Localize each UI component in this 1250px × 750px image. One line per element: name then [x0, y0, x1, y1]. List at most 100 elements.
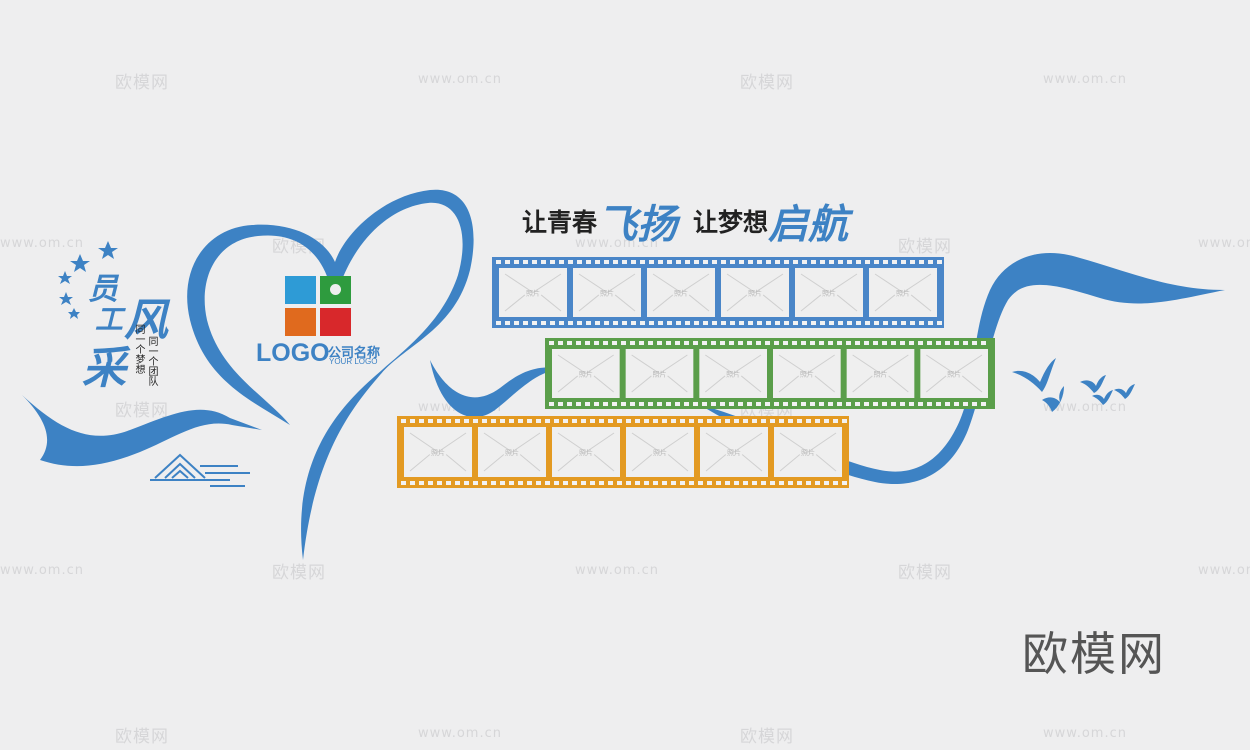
sprocket-hole: [401, 481, 406, 485]
sprocket-hole: [734, 481, 739, 485]
watermark: www.om.cn: [418, 726, 502, 741]
sprocket-hole: [919, 260, 924, 264]
photo-slot-label: 照片: [579, 448, 593, 457]
lower-ribbon: [700, 253, 1225, 485]
sprocket-hole: [419, 419, 424, 423]
sprocket-hole: [567, 402, 572, 406]
sprocket-hole: [505, 321, 510, 325]
sprocket-hole: [603, 341, 608, 345]
sprocket-hole: [779, 481, 784, 485]
sprocket-hole: [712, 321, 717, 325]
slogan-part-1: 让青春: [522, 208, 598, 237]
sprocket-hole: [972, 402, 977, 406]
photo-slot-label: 照片: [748, 289, 762, 298]
sprocket-hole: [684, 402, 689, 406]
sprocket-hole: [622, 260, 627, 264]
sprocket-hole: [712, 260, 717, 264]
sprocket-hole: [671, 481, 676, 485]
sprocket-hole: [694, 321, 699, 325]
sprocket-hole: [954, 402, 959, 406]
sprocket-hole: [734, 419, 739, 423]
sprocket-hole: [847, 321, 852, 325]
sprocket-hole: [725, 481, 730, 485]
middle-ribbon: [430, 360, 560, 418]
sprocket-hole: [581, 419, 586, 423]
sprocket-hole: [743, 419, 748, 423]
sprocket-hole: [694, 260, 699, 264]
sprocket-hole: [532, 321, 537, 325]
sprocket-hole: [491, 419, 496, 423]
sprocket-hole: [653, 419, 658, 423]
sprocket-hole: [891, 402, 896, 406]
sprocket-hole: [635, 419, 640, 423]
sprocket-hole: [756, 341, 761, 345]
sprocket-hole: [833, 481, 838, 485]
sprocket-hole: [590, 419, 595, 423]
sprocket-hole: [716, 419, 721, 423]
sprocket-hole: [608, 481, 613, 485]
sprocket-hole: [662, 481, 667, 485]
sprocket-hole: [612, 341, 617, 345]
sprocket-hole: [545, 481, 550, 485]
sprocket-hole: [437, 419, 442, 423]
sprocket-hole: [536, 419, 541, 423]
sprocket-hole: [550, 321, 555, 325]
photo-placeholder-icon: [778, 354, 835, 393]
sprocket-hole: [910, 321, 915, 325]
sprocket-hole: [829, 321, 834, 325]
photo-placeholder-icon: [557, 354, 614, 393]
logo-dot: [330, 284, 341, 295]
sprocket-hole: [828, 341, 833, 345]
sprocket-hole: [550, 260, 555, 264]
sprocket-hole: [631, 321, 636, 325]
slogan-accent-2: 启航: [768, 201, 849, 248]
sprocket-hole: [928, 321, 933, 325]
sprocket-hole: [505, 260, 510, 264]
sprocket-hole: [676, 260, 681, 264]
sprocket-hole: [819, 402, 824, 406]
photo-placeholder-icon: [483, 432, 541, 472]
sprocket-hole: [639, 341, 644, 345]
sprocket-hole: [865, 260, 870, 264]
watermark: www.om.cn: [575, 563, 659, 578]
photo-placeholder-icon: [631, 432, 689, 472]
photo-slot-label: 照片: [727, 448, 741, 457]
sprocket-hole: [855, 341, 860, 345]
photo-slot-label: 照片: [874, 370, 888, 379]
sprocket-hole: [963, 341, 968, 345]
sprocket-hole: [874, 260, 879, 264]
sprocket-hole: [824, 481, 829, 485]
sprocket-hole: [559, 321, 564, 325]
sprocket-hole: [644, 481, 649, 485]
sprocket-hole: [680, 481, 685, 485]
sprocket-hole: [437, 481, 442, 485]
photo-placeholder-icon: [874, 273, 932, 312]
sprocket-hole: [549, 341, 554, 345]
watermark: www.om.cn: [0, 236, 84, 251]
sprocket-hole: [703, 260, 708, 264]
sprocket-hole: [680, 419, 685, 423]
watermark: www.om.cn: [1198, 236, 1250, 251]
sprocket-hole: [707, 481, 712, 485]
sprocket-hole: [739, 321, 744, 325]
company-name: 公司名称: [328, 346, 381, 361]
sprocket-hole: [873, 341, 878, 345]
sprocket-hole: [667, 321, 672, 325]
sprocket-hole: [784, 321, 789, 325]
sprocket-hole: [927, 341, 932, 345]
sprocket-hole: [676, 321, 681, 325]
sprocket-hole: [802, 321, 807, 325]
title-char-1: 员: [88, 272, 118, 307]
sprocket-hole: [491, 481, 496, 485]
sprocket-hole: [464, 481, 469, 485]
watermark: 欧模网: [740, 727, 794, 747]
sprocket-hole: [554, 419, 559, 423]
sprocket-hole: [842, 419, 847, 423]
heart-ribbon: [187, 189, 474, 560]
sprocket-hole: [428, 419, 433, 423]
sprocket-hole: [576, 402, 581, 406]
sprocket-hole: [788, 419, 793, 423]
photo-placeholder-icon: [852, 354, 909, 393]
sprocket-hole: [765, 402, 770, 406]
sprocket-hole: [568, 260, 573, 264]
